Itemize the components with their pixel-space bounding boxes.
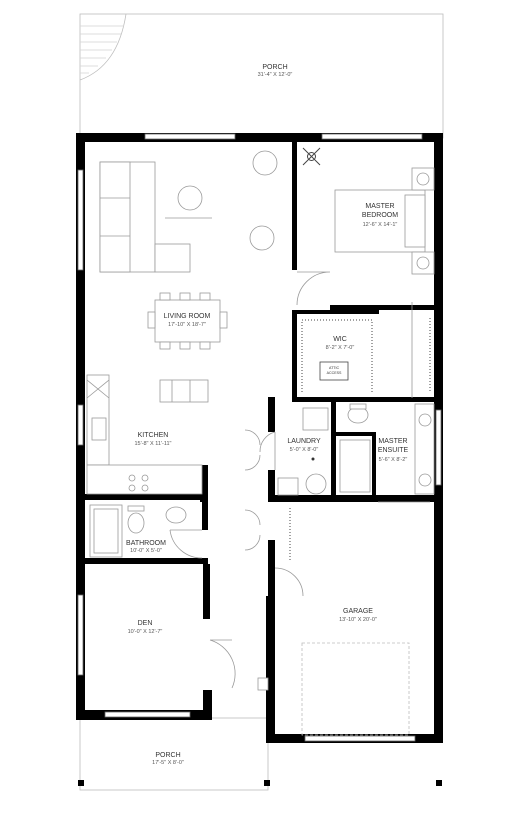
windows xyxy=(77,133,442,742)
master-ensuite-dims: 5'-6" X 8'-2" xyxy=(379,457,408,463)
living-room-dims: 17'-10" X 18'-7" xyxy=(168,322,206,328)
laundry-dims: 5'-0" X 8'-0" xyxy=(290,447,319,453)
master-bedroom-dims: 12'-6" X 14'-1" xyxy=(363,222,398,228)
porch-top-name: PORCH xyxy=(262,64,287,71)
garage-dims: 13'-10" X 20'-0" xyxy=(339,617,377,623)
master-furniture xyxy=(302,147,435,275)
wic-attic-note-2: ACCESS xyxy=(327,371,342,375)
kitchen-name: KITCHEN xyxy=(138,432,169,439)
kitchen-furniture xyxy=(86,374,209,495)
garage-furniture xyxy=(257,642,410,736)
room-labels: MASTER BEDROOM 12'-6" X 14'-1" LIVING RO… xyxy=(126,203,408,635)
wic-attic-note-1: ATTIC xyxy=(329,366,340,370)
porch-top-dims: 31'-4" X 12'-0" xyxy=(258,72,293,78)
kitchen-dims: 15'-8" X 11'-11" xyxy=(135,441,172,447)
master-ensuite-name-2: ENSUITE xyxy=(378,447,409,454)
interior-walls xyxy=(85,140,443,619)
porch-top: PORCH 31'-4" X 12'-0" xyxy=(79,13,444,139)
den-dims: 10'-0" X 12'-7" xyxy=(128,629,163,635)
bathroom-furniture xyxy=(89,504,187,558)
porch-bottom: PORCH 17'-5" X 8'-0" xyxy=(78,717,442,791)
master-bedroom-name-1: MASTER xyxy=(365,203,394,210)
porch-bottom-dims: 17'-5" X 8'-0" xyxy=(152,760,184,766)
porch-bottom-name: PORCH xyxy=(155,752,180,759)
living-room-name: LIVING ROOM xyxy=(164,313,211,320)
doors xyxy=(169,271,430,689)
master-bedroom-name-2: BEDROOM xyxy=(362,212,398,219)
wic-dims: 8'-2" X 7'-0" xyxy=(326,345,355,351)
master-ensuite-name-1: MASTER xyxy=(378,438,407,445)
laundry-name: LAUNDRY xyxy=(287,438,321,445)
wic-name: WIC xyxy=(333,336,347,343)
garage-name: GARAGE xyxy=(343,608,373,615)
bathroom-name: BATHROOM xyxy=(126,540,166,547)
den-name: DEN xyxy=(138,620,153,627)
closet-furniture: ATTIC ACCESS xyxy=(277,318,435,560)
living-furniture xyxy=(99,150,278,350)
bathroom-dims: 10'-0" X 5'-0" xyxy=(130,548,162,554)
